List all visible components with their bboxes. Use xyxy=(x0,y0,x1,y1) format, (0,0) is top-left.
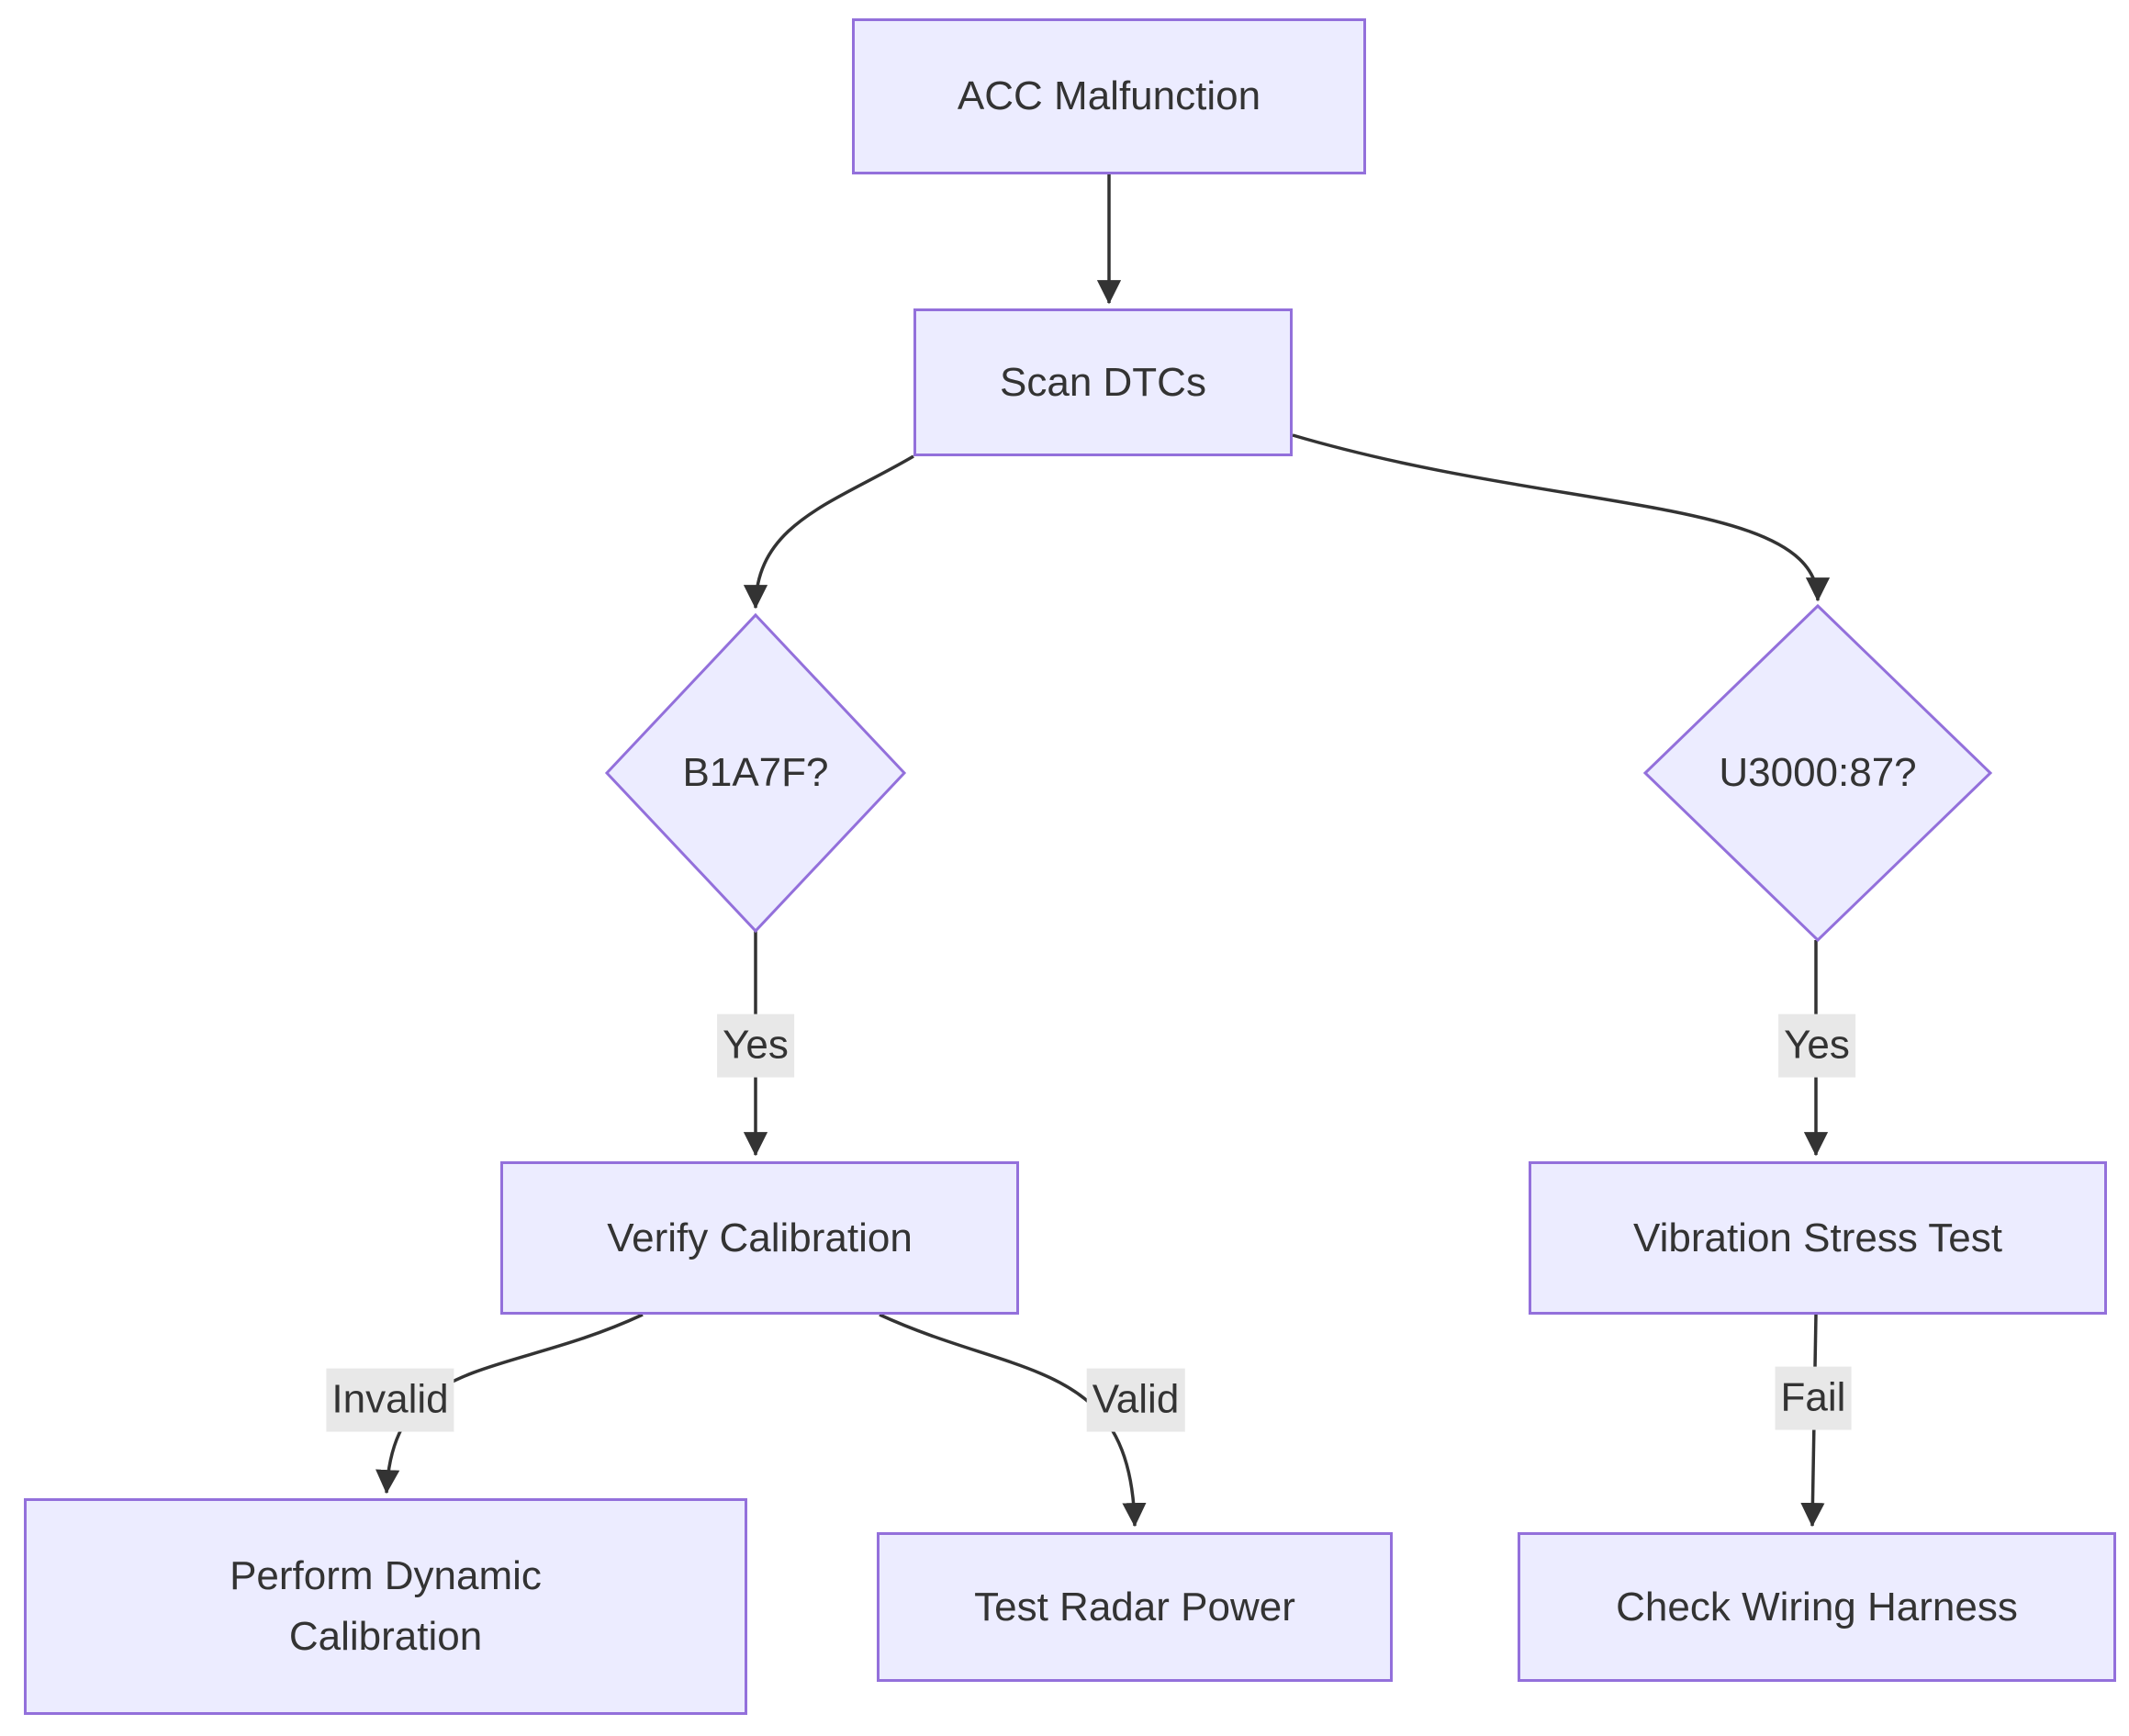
node-check-wiring-harness: Check Wiring Harness xyxy=(1518,1532,2116,1682)
node-verify-calibration: Verify Calibration xyxy=(500,1161,1019,1315)
node-label: Scan DTCs xyxy=(1000,359,1206,405)
edge-label-valid: Valid xyxy=(1086,1368,1185,1432)
node-label: Verify Calibration xyxy=(607,1215,913,1260)
node-perform-dynamic-calibration: Perform Dynamic Calibration xyxy=(24,1498,747,1715)
edge-scan-to-u3000 xyxy=(1292,433,1831,602)
edge-scan-to-b1a7f xyxy=(743,454,914,610)
decision-b1a7f-diamond xyxy=(604,612,907,934)
node-label: Vibration Stress Test xyxy=(1633,1215,2002,1260)
node-label-u3000: U3000:87? xyxy=(1719,750,1917,795)
edge-label-fail: Fail xyxy=(1775,1366,1852,1430)
node-vibration-stress-test: Vibration Stress Test xyxy=(1529,1161,2107,1315)
node-label-b1a7f: B1A7F? xyxy=(682,750,829,795)
node-label: Perform Dynamic Calibration xyxy=(230,1553,542,1659)
node-scan-dtcs: Scan DTCs xyxy=(913,308,1293,456)
node-label: Test Radar Power xyxy=(974,1584,1295,1630)
edge-label-yes-left: Yes xyxy=(717,1014,794,1078)
edge-label-invalid: Invalid xyxy=(326,1368,454,1432)
node-test-radar-power: Test Radar Power xyxy=(877,1532,1393,1682)
node-acc-malfunction: ACC Malfunction xyxy=(852,18,1366,174)
node-label: ACC Malfunction xyxy=(957,73,1261,118)
edge-verify-to-testradar xyxy=(879,1313,1147,1528)
node-label: Check Wiring Harness xyxy=(1616,1584,2018,1630)
edge-label-yes-right: Yes xyxy=(1778,1014,1855,1078)
decision-u3000-diamond xyxy=(1642,603,1993,943)
edge-verify-to-perform xyxy=(375,1313,644,1495)
